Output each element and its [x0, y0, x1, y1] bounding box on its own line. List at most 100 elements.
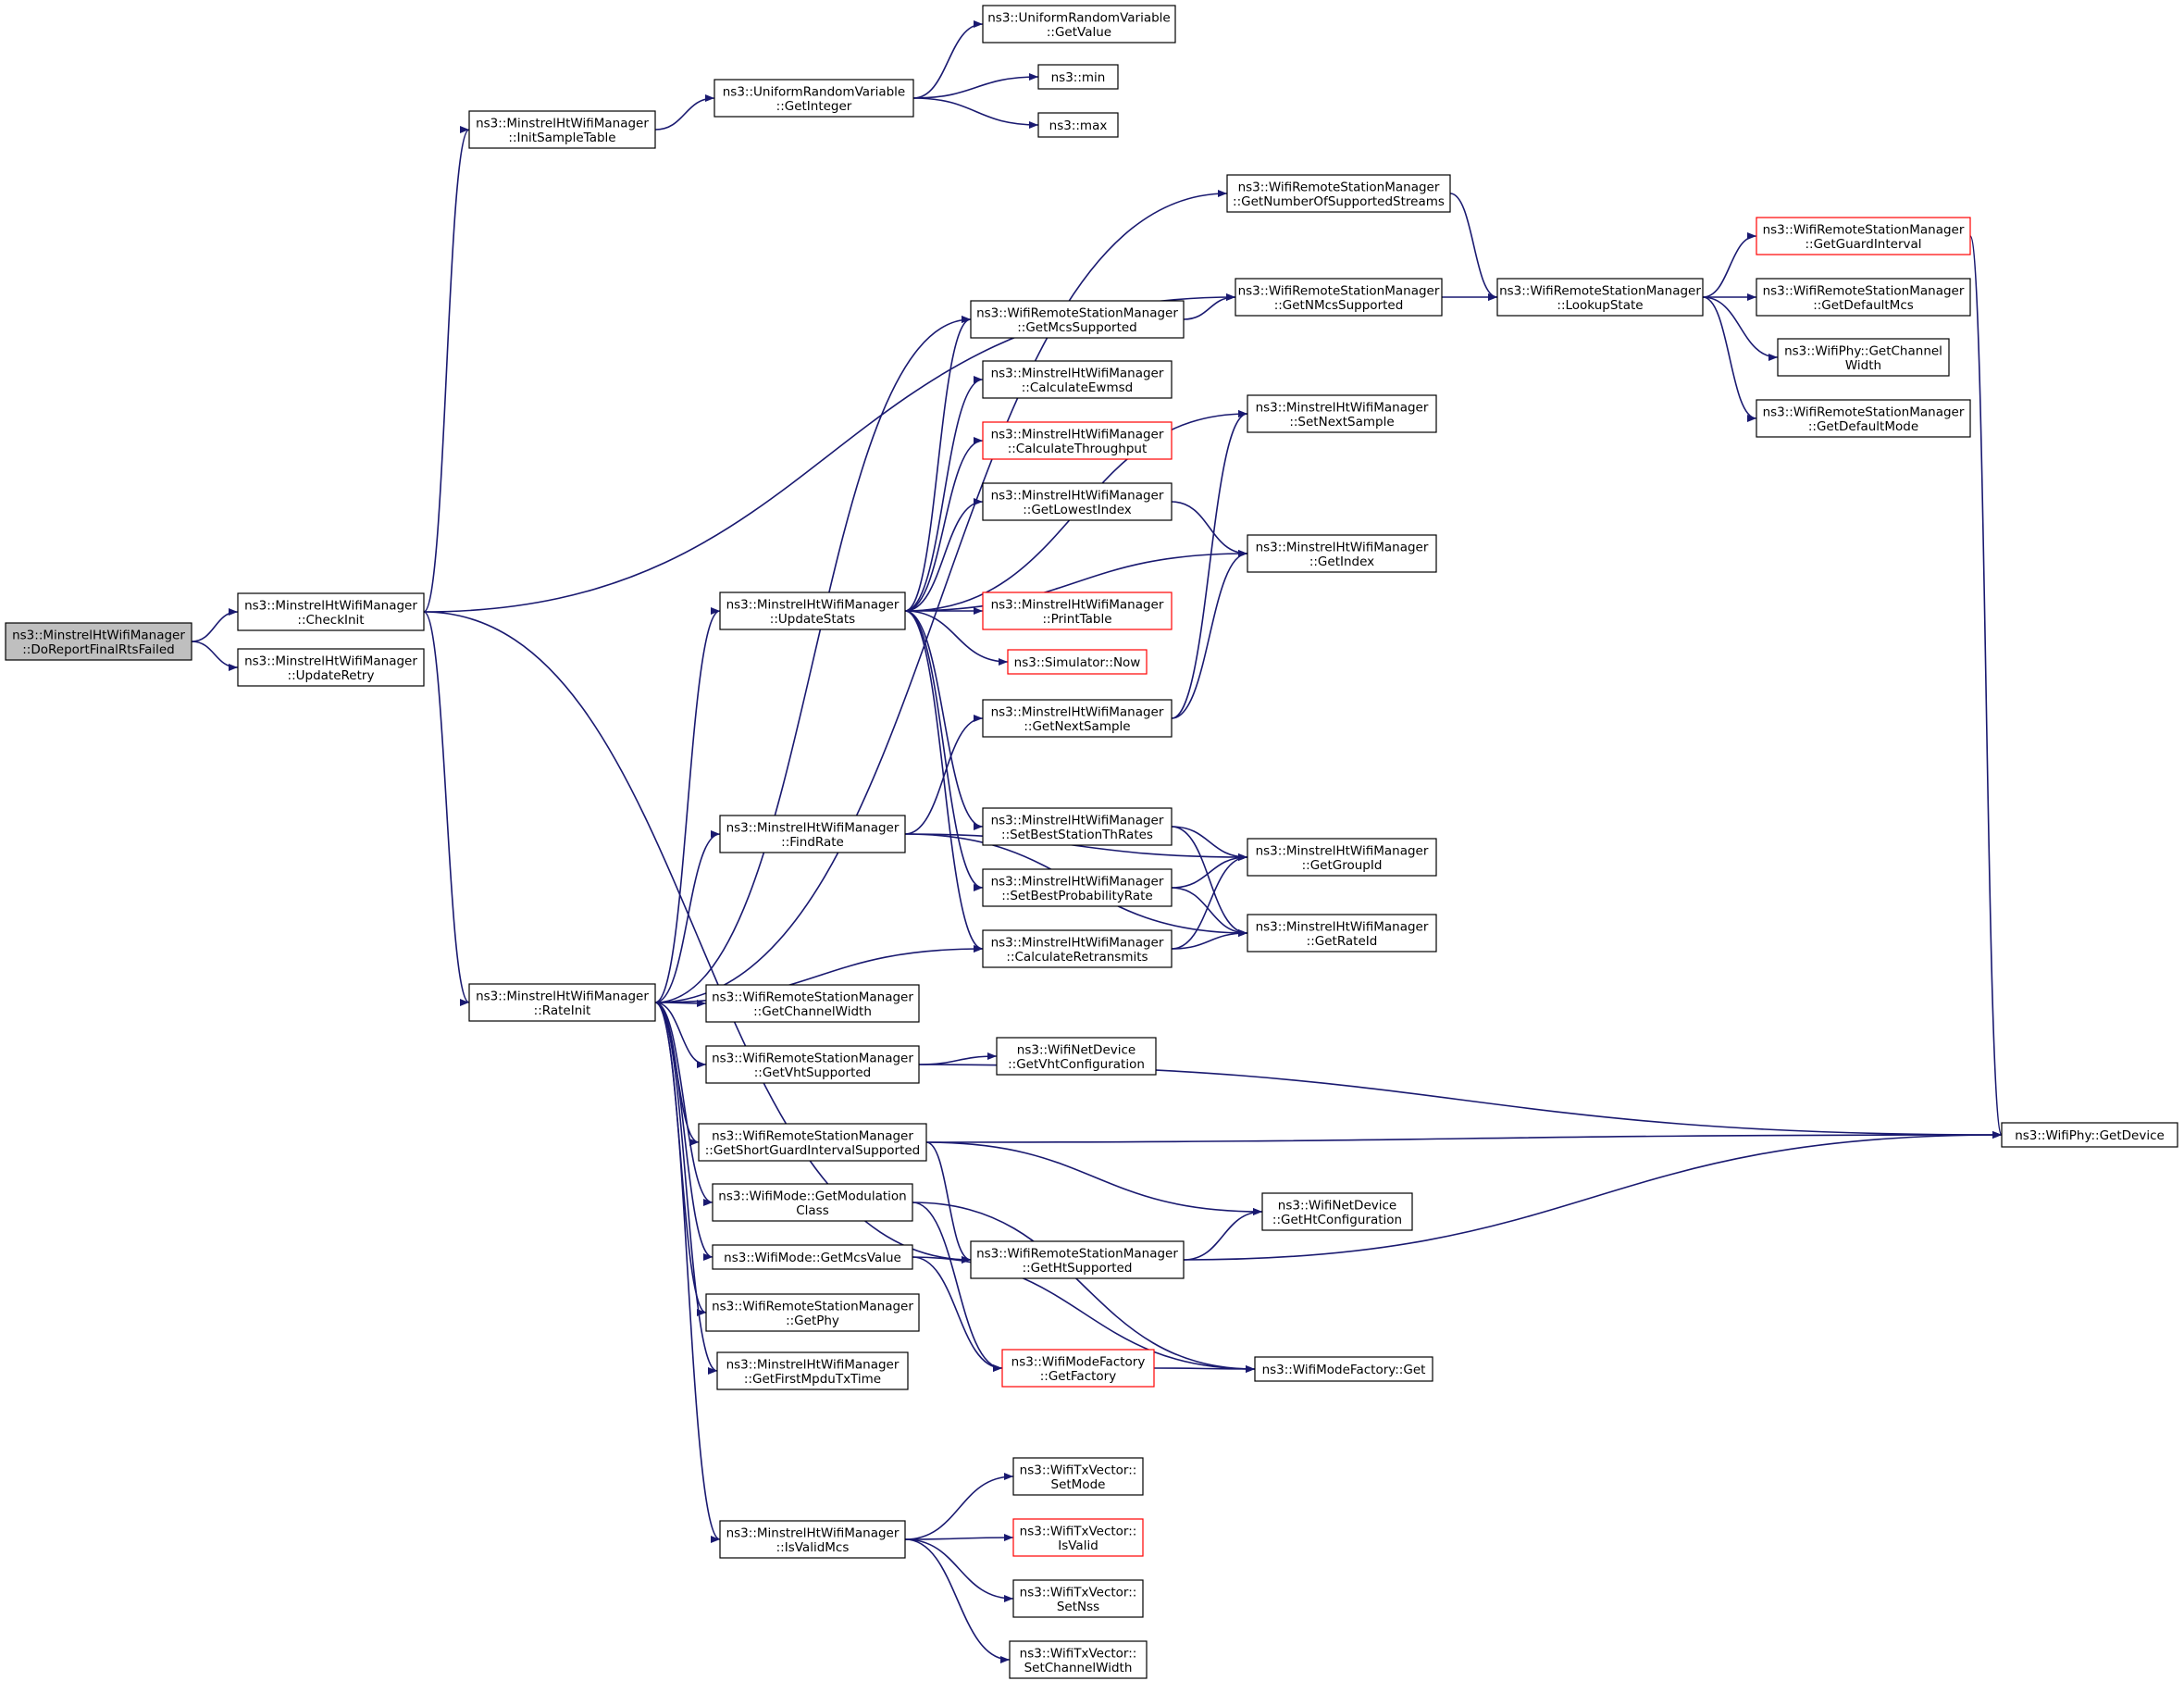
node-getFirstMpdu[interactable]: ns3::MinstrelHtWifiManager::GetFirstMpdu…	[716, 1351, 909, 1390]
node-findRate[interactable]: ns3::MinstrelHtWifiManager::FindRate	[719, 815, 906, 853]
node-getGroupId[interactable]: ns3::MinstrelHtWifiManager::GetGroupId	[1247, 838, 1437, 877]
node-box	[1012, 1457, 1144, 1496]
node-max[interactable]: ns3::max	[1037, 112, 1119, 138]
node-updateStats[interactable]: ns3::MinstrelHtWifiManager::UpdateStats	[719, 591, 906, 630]
edge-path	[654, 1002, 721, 1543]
node-getInteger[interactable]: ns3::UniformRandomVariable::GetInteger	[714, 79, 914, 118]
edge-getLowestIndex-to-getIndex	[1171, 501, 1248, 557]
node-getChannelWidthPhy[interactable]: ns3::WifiPhy::GetChannelWidth	[1777, 338, 1950, 377]
node-getValue[interactable]: ns3::UniformRandomVariable::GetValue	[982, 5, 1176, 44]
edge-getModClass-to-factoryGet	[912, 1202, 1256, 1373]
node-getNMcs[interactable]: ns3::WifiRemoteStationManager::GetNMcsSu…	[1235, 278, 1443, 317]
node-checkInit[interactable]: ns3::MinstrelHtWifiManager::CheckInit	[237, 592, 425, 631]
edge-getHtSupported-to-getHtConfig	[1183, 1208, 1263, 1261]
node-label: ::UpdateRetry	[288, 668, 375, 683]
node-getLowestIndex[interactable]: ns3::MinstrelHtWifiManager::GetLowestInd…	[982, 482, 1173, 521]
edge-updateStats-to-getIndex	[904, 550, 1248, 612]
node-setBestProb[interactable]: ns3::MinstrelHtWifiManager::SetBestProba…	[982, 868, 1173, 907]
node-getNextSample[interactable]: ns3::MinstrelHtWifiManager::GetNextSampl…	[982, 699, 1173, 738]
node-calcEwmsd[interactable]: ns3::MinstrelHtWifiManager::CalculateEwm…	[982, 360, 1173, 399]
node-label: ::InitSampleTable	[508, 131, 615, 145]
node-printTable[interactable]: ns3::MinstrelHtWifiManager::PrintTable	[982, 591, 1173, 630]
node-label: ::GetNextSample	[1024, 719, 1130, 734]
edge-getMcsSupported-to-getNMcs	[1183, 293, 1236, 320]
node-getNumStreams[interactable]: ns3::WifiRemoteStationManager::GetNumber…	[1226, 174, 1451, 213]
node-label: ns3::WifiNetDevice	[1017, 1042, 1135, 1057]
node-label: ::GetDefaultMode	[1808, 419, 1918, 434]
node-getIndex[interactable]: ns3::MinstrelHtWifiManager::GetIndex	[1247, 534, 1437, 573]
node-box	[982, 699, 1173, 738]
edge-lookupState-to-getGuardInterval	[1702, 232, 1757, 298]
node-label: ::GetValue	[1047, 25, 1111, 40]
node-getMcsValue[interactable]: ns3::WifiMode::GetMcsValue	[712, 1244, 913, 1270]
node-getVhtSupported[interactable]: ns3::WifiRemoteStationManager::GetVhtSup…	[705, 1045, 920, 1084]
edge-path	[1171, 853, 1248, 889]
node-label: ns3::MinstrelHtWifiManager	[726, 1357, 900, 1372]
node-getPhy[interactable]: ns3::WifiRemoteStationManager::GetPhy	[705, 1293, 920, 1332]
node-isValidMcs[interactable]: ns3::MinstrelHtWifiManager::IsValidMcs	[719, 1520, 906, 1559]
node-setBestStation[interactable]: ns3::MinstrelHtWifiManager::SetBestStati…	[982, 807, 1173, 846]
node-getShortGI[interactable]: ns3::WifiRemoteStationManager::GetShortG…	[698, 1123, 927, 1162]
node-box	[970, 300, 1185, 339]
node-min[interactable]: ns3::min	[1037, 64, 1119, 90]
node-label: ns3::WifiRemoteStationManager	[1763, 222, 1965, 237]
edge-path	[1171, 550, 1248, 719]
edge-path	[904, 376, 984, 612]
node-label: ns3::WifiRemoteStationManager	[712, 990, 913, 1004]
node-label: ns3::min	[1051, 70, 1106, 85]
edge-getShortGI-to-getHtSupported	[925, 1141, 972, 1264]
node-setNextSample[interactable]: ns3::MinstrelHtWifiManager::SetNextSampl…	[1247, 394, 1437, 433]
edge-path	[904, 610, 984, 953]
edge-checkInit-to-getHtSupported	[423, 611, 972, 1264]
edge-lookupState-to-getDefaultMode	[1702, 296, 1757, 422]
node-root[interactable]: ns3::MinstrelHtWifiManager::DoReportFina…	[5, 622, 192, 661]
edge-path	[654, 94, 715, 131]
node-getChannelWidthRsm[interactable]: ns3::WifiRemoteStationManager::GetChanne…	[705, 984, 920, 1023]
edge-path	[423, 611, 470, 1006]
node-label: ns3::MinstrelHtWifiManager	[991, 427, 1164, 442]
node-label: ns3::WifiRemoteStationManager	[976, 1246, 1178, 1261]
node-getDefaultMcs[interactable]: ns3::WifiRemoteStationManager::GetDefaul…	[1756, 278, 1971, 317]
node-label: ns3::WifiTxVector::	[1020, 1585, 1137, 1600]
node-label: ::CalculateThroughput	[1008, 442, 1148, 456]
node-box	[1496, 278, 1704, 317]
edge-path	[912, 1202, 1003, 1372]
node-label: ::GetFactory	[1040, 1369, 1116, 1384]
node-updateRetry[interactable]: ns3::MinstrelHtWifiManager::UpdateRetry	[237, 648, 425, 687]
node-box	[1012, 1518, 1144, 1557]
node-factoryGet[interactable]: ns3::WifiModeFactory::Get	[1254, 1356, 1433, 1382]
node-label: ::GetFirstMpduTxTime	[744, 1372, 881, 1387]
node-getDefaultMode[interactable]: ns3::WifiRemoteStationManager::GetDefaul…	[1756, 399, 1971, 438]
edge-path	[423, 126, 470, 613]
edge-getMcsValue-to-getFactory	[912, 1256, 1003, 1372]
node-getGuardInterval[interactable]: ns3::WifiRemoteStationManager::GetGuardI…	[1756, 217, 1971, 255]
node-box	[5, 622, 192, 661]
node-initSampleTable[interactable]: ns3::MinstrelHtWifiManager::InitSampleTa…	[468, 110, 656, 149]
edge-path	[1171, 826, 1248, 937]
node-box	[996, 1037, 1157, 1076]
edge-path	[654, 1002, 707, 1068]
node-simNow[interactable]: ns3::Simulator::Now	[1007, 649, 1148, 675]
edge-path	[925, 1141, 972, 1264]
node-rateInit[interactable]: ns3::MinstrelHtWifiManager::RateInit	[468, 983, 656, 1022]
node-setNss[interactable]: ns3::WifiTxVector::SetNss	[1012, 1579, 1144, 1618]
node-label: ns3::max	[1049, 118, 1108, 133]
node-calcThroughput[interactable]: ns3::MinstrelHtWifiManager::CalculateThr…	[982, 421, 1173, 460]
edge-path	[904, 1534, 1014, 1542]
node-setMode[interactable]: ns3::WifiTxVector::SetMode	[1012, 1457, 1144, 1496]
node-setChannelWidth[interactable]: ns3::WifiTxVector::SetChannelWidth	[1009, 1640, 1148, 1679]
node-lookupState[interactable]: ns3::WifiRemoteStationManager::LookupSta…	[1496, 278, 1704, 317]
node-getHtConfig[interactable]: ns3::WifiNetDevice::GetHtConfiguration	[1261, 1192, 1413, 1231]
node-getRateId[interactable]: ns3::MinstrelHtWifiManager::GetRateId	[1247, 914, 1437, 953]
node-calcRetransmits[interactable]: ns3::MinstrelHtWifiManager::CalculateRet…	[982, 929, 1173, 968]
node-getFactory[interactable]: ns3::WifiModeFactory::GetFactory	[1001, 1349, 1155, 1388]
node-box	[705, 984, 920, 1023]
node-getHtSupported[interactable]: ns3::WifiRemoteStationManager::GetHtSupp…	[970, 1240, 1185, 1279]
node-label: ns3::MinstrelHtWifiManager	[1256, 843, 1429, 858]
node-getDevice[interactable]: ns3::WifiPhy::GetDevice	[2001, 1122, 2178, 1148]
node-getMcsSupported[interactable]: ns3::WifiRemoteStationManager::GetMcsSup…	[970, 300, 1185, 339]
edge-path	[904, 610, 984, 830]
node-getVhtConfig[interactable]: ns3::WifiNetDevice::GetVhtConfiguration	[996, 1037, 1157, 1076]
node-isValid[interactable]: ns3::WifiTxVector::IsValid	[1012, 1518, 1144, 1557]
